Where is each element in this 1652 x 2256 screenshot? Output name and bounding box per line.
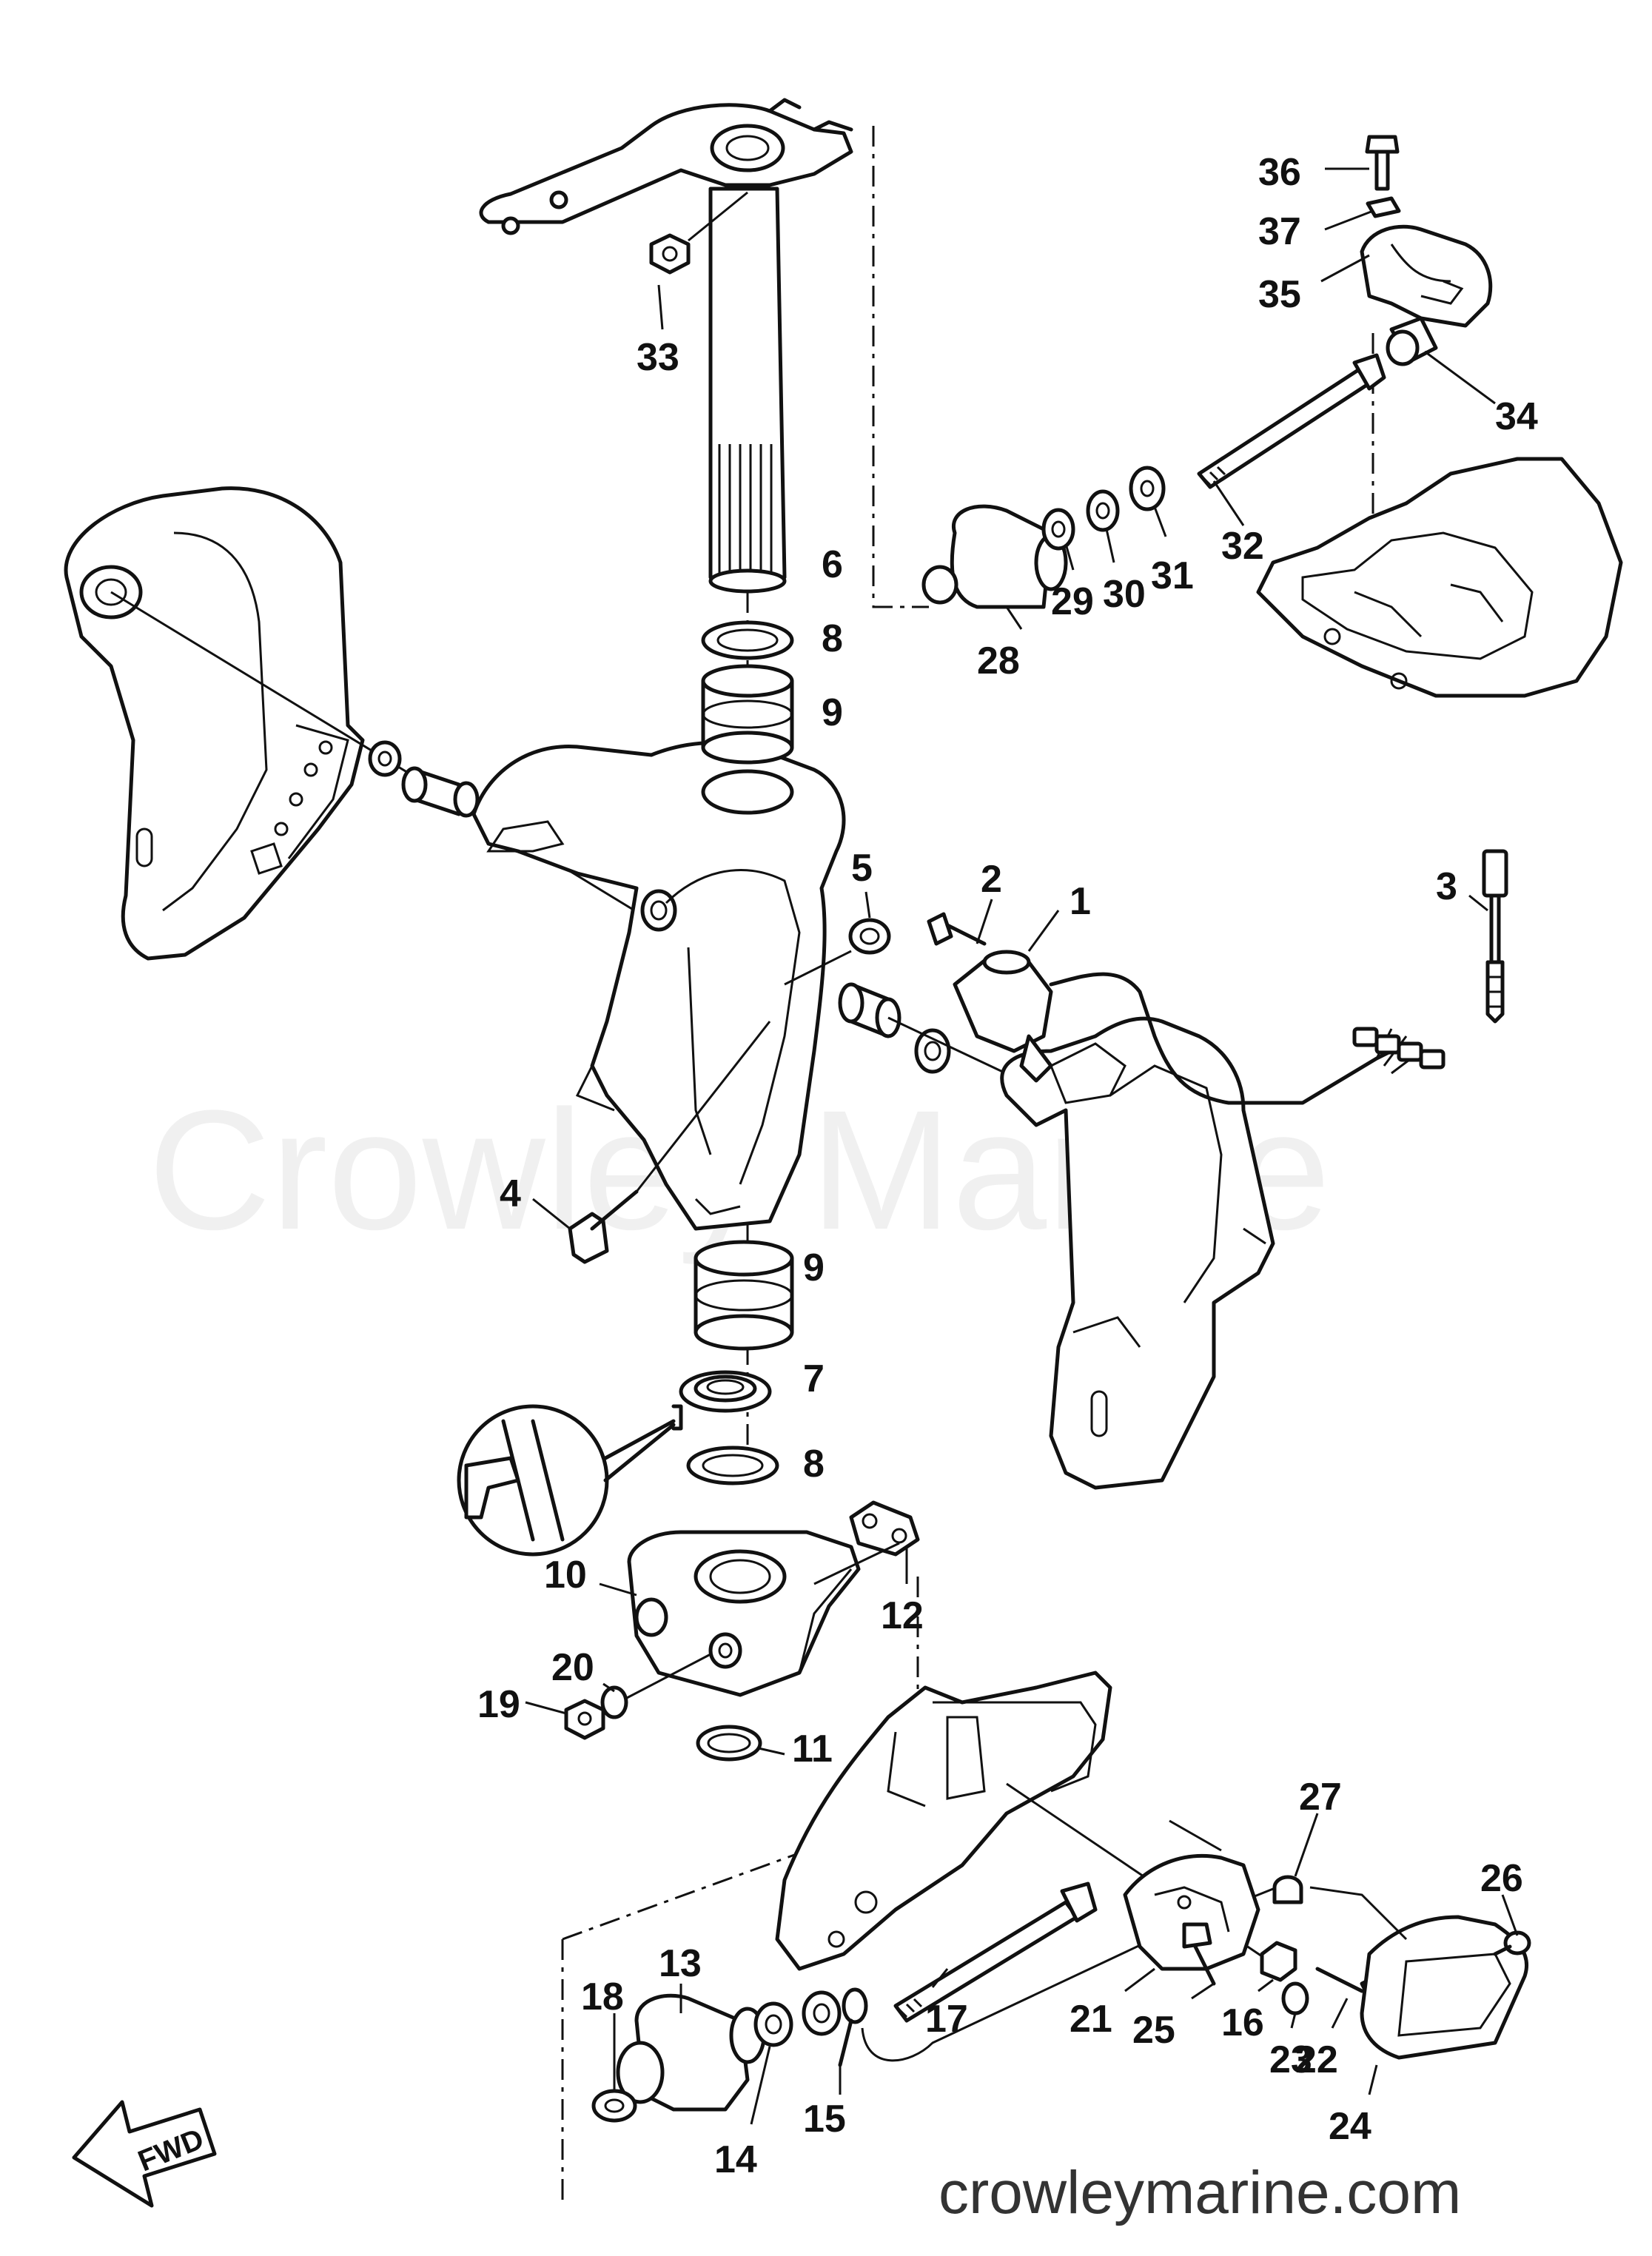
screw-4 [568,1189,639,1264]
callout-29: 29 [1051,580,1094,623]
mount-bracket-21 [1123,1853,1260,1971]
centerline-upper-mount [872,126,929,608]
sensor-wire-harness [1049,972,1408,1105]
callout-27: 27 [1299,1776,1342,1819]
bolt-32 [1197,353,1386,489]
bushing-left-pivot [401,766,480,818]
bottom-cowl-plate [1256,457,1623,698]
washer-20 [600,1685,628,1719]
nut-5 [848,918,891,955]
callout-33: 33 [637,336,679,379]
washer-18 [591,2089,637,2123]
cable-tie-3 [1482,849,1508,1024]
circlip-11 [696,1725,762,1762]
callout-14: 14 [714,2138,757,2181]
lower-case-housing [775,1671,1112,1971]
callout-13: 13 [659,1942,702,1985]
callout-3: 3 [1436,865,1457,908]
callout-20: 20 [551,1646,594,1689]
bolt-25 [1182,1922,1216,1986]
callout-22: 22 [1295,2038,1338,2081]
callout-2: 2 [981,858,1002,901]
callout-36: 36 [1258,151,1301,194]
callout-21: 21 [1070,1998,1112,2041]
callout-19: 19 [477,1683,520,1726]
steering-shaft [708,187,787,594]
callout-31: 31 [1151,554,1194,597]
washer-31 [1129,466,1166,511]
nut-16 [1260,1941,1297,1982]
nut-19 [564,1699,605,1740]
callout-7: 7 [803,1357,825,1400]
oil-seal-7 [679,1370,772,1413]
washer-8-lower [686,1446,779,1485]
washer-lower-2 [802,1990,842,2036]
bushing-9-upper [701,664,794,765]
grommet-34 [1386,316,1438,366]
washer-8-upper [701,620,794,660]
callout-24: 24 [1329,2105,1371,2148]
callout-10: 10 [544,1554,587,1597]
lower-mount-13 [616,1993,766,2112]
fwd-arrow-icon: FWD [72,2100,217,2208]
bolt-17 [893,1881,1098,2023]
callout-25: 25 [1132,2009,1175,2052]
callout-5: 5 [851,847,873,890]
washer-left-pivot [368,740,402,777]
callout-28: 28 [977,639,1020,682]
washer-37 [1366,196,1401,218]
callout-1: 1 [1070,880,1091,923]
callout-15: 15 [803,2098,846,2141]
ground-lead-15 [838,1987,868,2067]
footer-url[interactable]: crowleymarine.com [939,2159,1461,2226]
bolt-2 [927,912,987,946]
wire-connectors [1352,1027,1446,1070]
callout-8a: 8 [822,617,843,660]
ground-wire [861,1879,1296,2062]
collar-27 [1272,1875,1303,1904]
bolt-36 [1365,135,1400,191]
collar-12 [849,1500,920,1557]
nut-33 [649,233,691,275]
callout-23: 23 [1269,2038,1312,2081]
callout-9a: 9 [822,691,843,734]
callout-16: 16 [1221,2001,1264,2044]
callout-17: 17 [925,1998,968,2041]
bushing-9-lower [694,1240,794,1351]
callout-34: 34 [1495,395,1538,438]
steering-housing-10 [627,1530,861,1697]
swivel-bracket-center [471,740,846,1231]
centerline-lower-mount [561,1849,807,2206]
swivel-bracket-left [64,486,365,961]
washer-14 [753,2001,793,2047]
callout-labels: 1 2 3 4 5 6 7 8 8 9 9 10 11 12 13 14 15 … [477,151,1538,2181]
callout-32: 32 [1221,525,1264,568]
callout-30: 30 [1103,573,1146,616]
callout-6: 6 [822,543,843,586]
trim-sensor-1 [953,950,1053,1083]
seal-detail-inset [457,1404,683,1557]
callout-37: 37 [1258,210,1301,253]
callout-26: 26 [1480,1857,1523,1900]
washer-right-pivot [914,1028,951,1074]
callout-9b: 9 [803,1246,825,1289]
callout-18: 18 [581,1975,624,2018]
callout-35: 35 [1258,273,1301,316]
callout-12: 12 [881,1594,924,1637]
callout-11: 11 [792,1728,833,1770]
callout-4: 4 [500,1172,521,1215]
cover-24 [1309,1886,1529,2060]
bushing-right-pivot [838,982,901,1038]
steering-arm [479,98,853,235]
clamp-bracket-right [1000,1016,1275,1490]
washer-30 [1086,489,1120,532]
callout-8b: 8 [803,1443,825,1485]
washer-23 [1281,1981,1309,2015]
washer-29 [1041,508,1075,551]
mount-cap-35 [1360,224,1493,328]
